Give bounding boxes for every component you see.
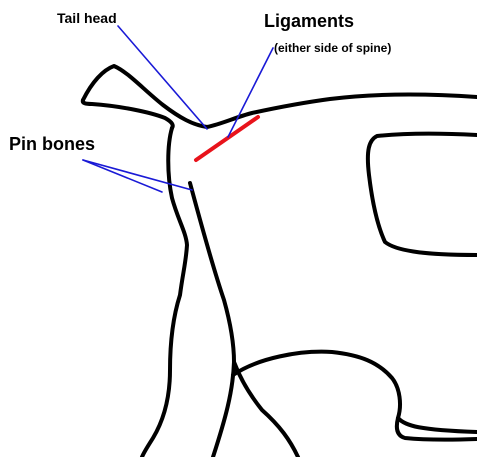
leader-lines: [83, 26, 273, 192]
inner-leg-edge: [398, 418, 477, 432]
ligaments-label: Ligaments: [264, 11, 354, 31]
pin-bones-leader-upper: [83, 160, 192, 190]
flank-fold: [368, 134, 477, 255]
pin-bones-leader-lower: [83, 160, 162, 192]
ligament-marker: [196, 117, 258, 160]
belly-line: [233, 352, 477, 440]
pin-bones-label: Pin bones: [9, 134, 95, 154]
cow-outline: [83, 66, 477, 457]
ligaments-note: (either side of spine): [274, 41, 391, 55]
udder-curve: [234, 362, 298, 457]
rear-leg-front-edge: [190, 183, 234, 457]
tail-head-label: Tail head: [57, 10, 117, 26]
tail-upper-edge: [83, 66, 477, 127]
